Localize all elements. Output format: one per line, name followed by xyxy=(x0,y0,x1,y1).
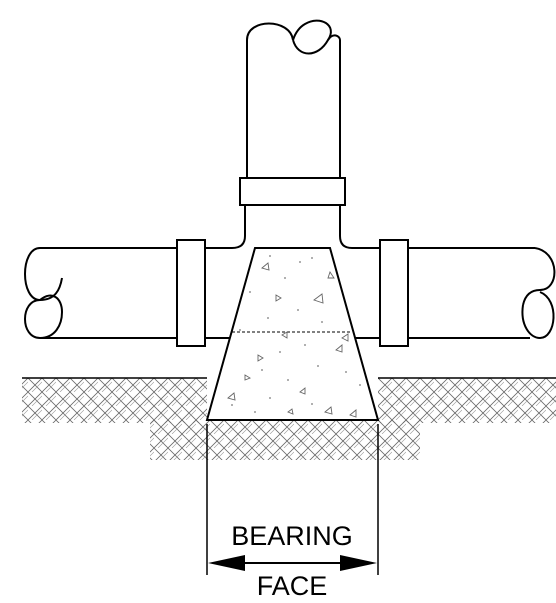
coupling-left xyxy=(176,239,206,347)
bearing-face-dimension xyxy=(206,424,379,575)
concrete-thrust-block xyxy=(205,247,380,421)
arrow-left xyxy=(208,555,245,571)
coupling-vertical xyxy=(239,177,346,206)
coupling-right xyxy=(379,239,409,347)
dimension-label-bearing: BEARING xyxy=(231,521,353,551)
vertical-pipe xyxy=(246,19,341,178)
arrow-right xyxy=(340,555,377,571)
pipe-couplings xyxy=(176,177,409,347)
dimension-label-face: FACE xyxy=(256,571,328,601)
soil-hatch xyxy=(22,377,556,460)
